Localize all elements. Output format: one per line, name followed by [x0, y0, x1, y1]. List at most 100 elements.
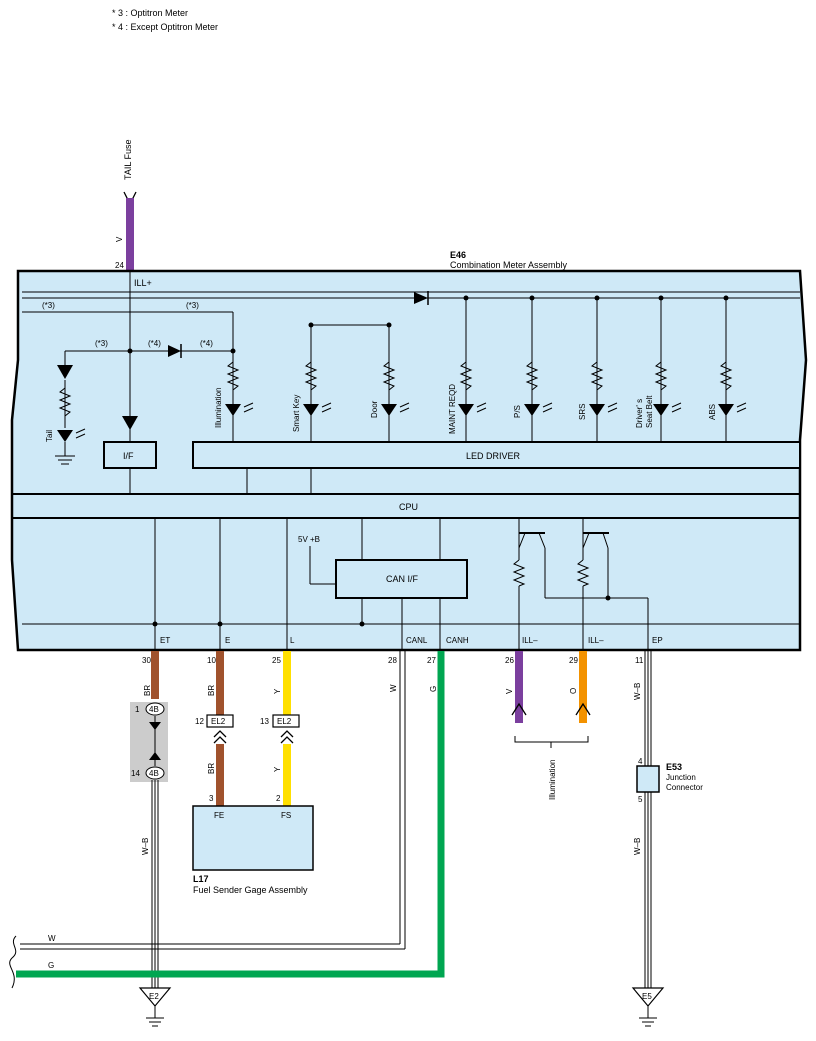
wire-wb-ep [644, 651, 652, 988]
wire-orange-ill [579, 651, 587, 723]
arrow-ill-2 [575, 702, 591, 716]
assembly-name: Combination Meter Assembly [450, 260, 568, 270]
pin-24: 24 [115, 261, 124, 270]
wire-yellow-fs [283, 744, 291, 806]
pin-13: 13 [260, 717, 269, 726]
if-box [103, 441, 157, 469]
connector-el2-e [206, 714, 234, 728]
wire-color-v-ill: V [505, 688, 514, 694]
led-driver-label: LED DRIVER [466, 451, 521, 461]
diode-if [122, 416, 138, 430]
junction-connector [636, 765, 660, 793]
wire-color-y-l: Y [273, 688, 282, 694]
fuel-sender-fe: FE [214, 811, 224, 820]
ground-e5-label: E5 [642, 992, 652, 1001]
pin-5: 5 [638, 795, 643, 804]
note4-a: (*4) [148, 339, 161, 348]
pin-2: 2 [276, 794, 281, 803]
junction-id: E53 [666, 762, 682, 772]
resistors [58, 361, 733, 587]
junction-dots [127, 295, 729, 627]
diode-main [414, 291, 429, 305]
chevrons-l [280, 730, 294, 744]
arrow-4b-top [149, 722, 161, 730]
wire-color-wb-ep-bottom: W–B [633, 838, 642, 855]
wire-brown-fe [216, 744, 224, 806]
label-srs: SRS [578, 404, 587, 420]
pin-30: 30 [142, 656, 151, 665]
connector-4b-top-label: 4B [149, 705, 159, 714]
led-rays [75, 402, 747, 439]
wire-yellow-l [283, 651, 291, 715]
label-tail: Tail [45, 430, 54, 442]
wire-color-br-et: BR [143, 685, 152, 696]
led-indicators [57, 404, 734, 442]
wire-color-g-bottom: G [48, 961, 54, 970]
can-if-box [335, 559, 468, 599]
ill-plus-label: ILL+ [134, 278, 152, 288]
note3-c: (*3) [95, 339, 108, 348]
wire-color-o-ill: O [569, 688, 578, 694]
pin-3: 3 [209, 794, 214, 803]
terminal-et: ET [160, 636, 170, 645]
connector-el2-e-label: EL2 [211, 717, 226, 726]
wire-color-wb-ep: W–B [633, 683, 642, 700]
wire-color-w-bottom: W [48, 934, 56, 943]
note3-a: (*3) [42, 301, 55, 310]
internal-wiring [22, 272, 800, 650]
wire-color-y-fs: Y [273, 766, 282, 772]
terminal-canh: CANH [446, 636, 469, 645]
wire-purple-ill [515, 651, 523, 723]
ground-e5-symbol [639, 1006, 657, 1027]
diode-note4 [168, 344, 182, 358]
pin-25: 25 [272, 656, 281, 665]
fuel-sender-id: L17 [193, 874, 209, 884]
connector-4b-bottom [145, 766, 165, 780]
connector-4b-top [145, 702, 165, 716]
diode-tail [57, 365, 73, 379]
led-driver-box [192, 441, 801, 469]
terminal-ep: EP [652, 636, 663, 645]
ground-e2-label: E2 [149, 992, 159, 1001]
wire-color-w-canl: W [389, 684, 398, 692]
wire-purple-tail [126, 198, 134, 272]
wire-color-wb-et: W–B [141, 838, 150, 855]
terminal-e: E [225, 636, 230, 645]
junction-line2: Connector [666, 783, 703, 792]
label-smart-key: Smart Key [292, 395, 301, 432]
note-except-optitron: * 4 : Except Optitron Meter [112, 22, 218, 32]
transistors [518, 532, 609, 549]
connector-el2-l-label: EL2 [277, 717, 292, 726]
label-illumination: Illumination [214, 388, 223, 428]
wire-w-canl [20, 651, 406, 950]
wire-color-br-fe: BR [207, 763, 216, 774]
label-ps: P/S [513, 405, 522, 418]
illumination-label: Illumination [548, 760, 557, 800]
fuel-sender-box [192, 805, 314, 871]
pin-12: 12 [195, 717, 204, 726]
note-optitron: * 3 : Optitron Meter [112, 8, 188, 18]
chevrons-e [213, 730, 227, 744]
fuel-sender-name: Fuel Sender Gage Assembly [193, 885, 308, 895]
terminal-l: L [290, 636, 295, 645]
terminal-ill-minus-1: ILL– [522, 636, 538, 645]
label-maint-reqd: MAINT REQD [448, 384, 457, 434]
wire-break-left [9, 935, 17, 989]
wire-brown-et [151, 651, 159, 699]
pin-4: 4 [638, 757, 643, 766]
fuel-sender-fs: FS [281, 811, 291, 820]
label-door: Door [370, 400, 379, 418]
pin-28: 28 [388, 656, 397, 665]
terminal-canl: CANL [406, 636, 428, 645]
tail-fuse-label: TAIL Fuse [123, 139, 133, 180]
arrow-4b-bottom [149, 752, 161, 760]
pin-1: 1 [135, 705, 140, 714]
cpu-label: CPU [399, 502, 418, 512]
pin-10: 10 [207, 656, 216, 665]
connector-el2-l [272, 714, 300, 728]
wire-brown-e [216, 651, 224, 715]
ground-e2-symbol [146, 1006, 164, 1027]
if-label: I/F [123, 451, 134, 461]
terminal-ill-minus-2: ILL– [588, 636, 604, 645]
